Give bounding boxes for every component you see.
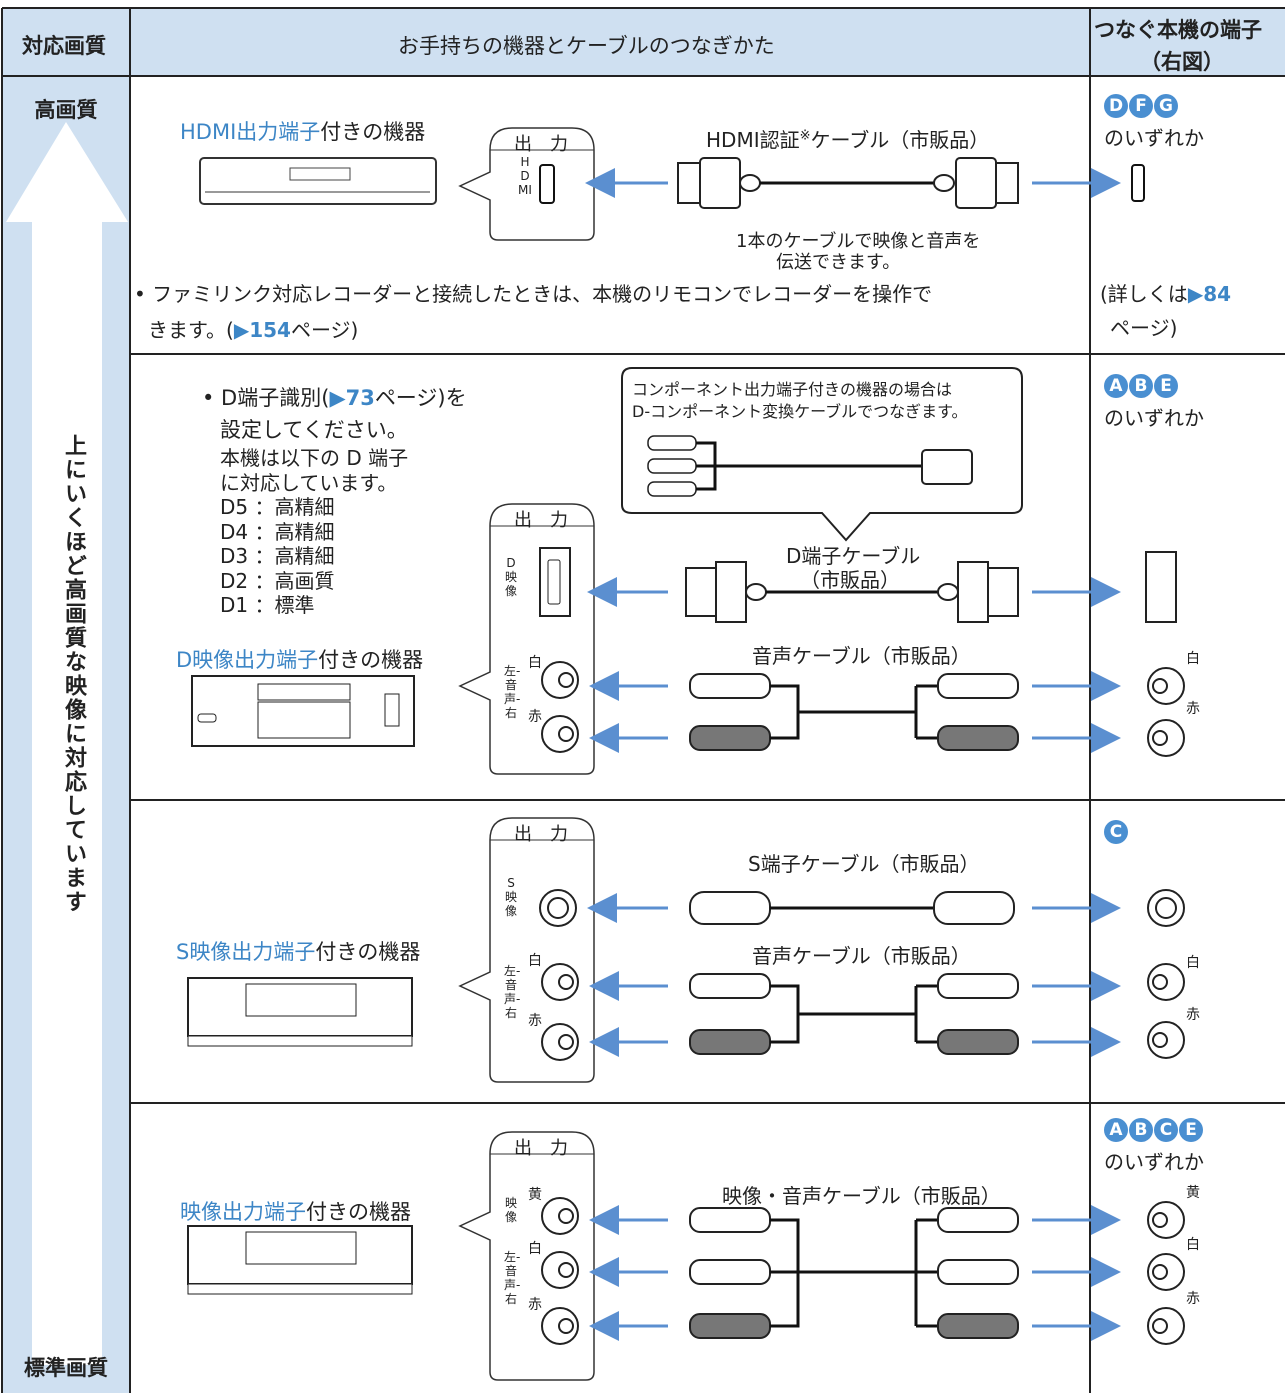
v-red-right: 赤: [1186, 1291, 1200, 1307]
v-port-video: 映像: [504, 1196, 517, 1224]
v-yellow-right: 黄: [1186, 1185, 1200, 1201]
d-port-video: D映像: [504, 556, 517, 598]
d-cable-2: （市販品）: [800, 568, 900, 592]
hdmi-terminal-suffix: のいずれか: [1104, 126, 1204, 150]
d-device-label: D映像出力端子付きの機器: [176, 648, 424, 672]
header-terminal-2: （右図）: [1140, 50, 1224, 74]
s-device-label: S映像出力端子付きの機器: [176, 940, 421, 964]
s-port-audio: 左‐音声‐右: [504, 964, 521, 1020]
hdmi-port-label: HDMI: [518, 155, 532, 197]
d-terminal-suffix: のいずれか: [1104, 406, 1204, 430]
hdmi-bullet-1: • ファミリンク対応レコーダーと接続したときは、本機のリモコンでレコーダーを操作…: [134, 282, 933, 306]
d-callout-2: D-コンポーネント変換ケーブルでつなぎます。: [632, 402, 968, 421]
v-device-label: 映像出力端子付きの機器: [180, 1200, 411, 1224]
d-callout-1: コンポーネント出力端子付きの機器の場合は: [632, 380, 953, 399]
hdmi-detail-2: ページ): [1110, 316, 1178, 340]
s-output-label: 出 力: [514, 824, 568, 845]
quality-high: 高画質: [34, 98, 98, 122]
d-white-right: 白: [1186, 651, 1200, 667]
header-quality: 対応画質: [22, 34, 106, 58]
v-output-label: 出 力: [514, 1138, 568, 1159]
v-terminal-suffix: のいずれか: [1104, 1150, 1204, 1174]
s-white-left: 白: [528, 953, 542, 969]
d-output-label: 出 力: [514, 510, 568, 531]
s-red-left: 赤: [528, 1013, 542, 1029]
d-cable-1: D端子ケーブル: [786, 544, 921, 568]
d-bullet-2: 設定してください。: [220, 418, 408, 442]
s-port-video: S映像: [504, 876, 517, 918]
d-red-right: 赤: [1186, 701, 1200, 717]
v-red-left: 赤: [528, 1297, 542, 1313]
quality-low: 標準画質: [24, 1356, 108, 1380]
s-white-right: 白: [1186, 955, 1200, 971]
v-cable: 映像・音声ケーブル（市販品）: [722, 1184, 1001, 1208]
v-white-right: 白: [1186, 1237, 1200, 1253]
d-bullet-1: • D端子識別(▶73ページ)を: [202, 386, 467, 410]
hdmi-cable-label: HDMI認証※ケーブル（市販品）: [706, 128, 990, 152]
v-white-left: 白: [528, 1241, 542, 1257]
s-cable: S端子ケーブル（市販品）: [748, 852, 980, 876]
hdmi-note-2: 伝送できます。: [776, 252, 901, 273]
hdmi-output-label: 出 力: [514, 134, 568, 155]
s-terminals: C: [1104, 820, 1129, 844]
d-audio-cable: 音声ケーブル（市販品）: [752, 644, 971, 668]
hdmi-bullet-2: きます。(▶154ページ): [148, 318, 359, 342]
v-yellow-left: 黄: [528, 1187, 542, 1203]
s-red-right: 赤: [1186, 1007, 1200, 1023]
quality-arrow-text: 上にいくほど高画質な映像に対応しています: [61, 434, 86, 914]
d-white-left: 白: [528, 655, 542, 671]
v-port-audio: 左‐音声‐右: [504, 1250, 521, 1306]
s-audio-cable: 音声ケーブル（市販品）: [752, 944, 971, 968]
hdmi-device-label: HDMI出力端子付きの機器: [180, 120, 426, 144]
d-port-audio: 左‐音声‐右: [504, 664, 521, 720]
header-terminal-1: つなぐ本機の端子: [1094, 18, 1262, 42]
hdmi-detail-1: (詳しくは▶84: [1100, 282, 1232, 306]
hdmi-note-1: 1本のケーブルで映像と音声を: [736, 231, 981, 252]
header-connect: お手持ちの機器とケーブルのつなぎかた: [398, 34, 775, 58]
d-red-left: 赤: [528, 709, 542, 725]
